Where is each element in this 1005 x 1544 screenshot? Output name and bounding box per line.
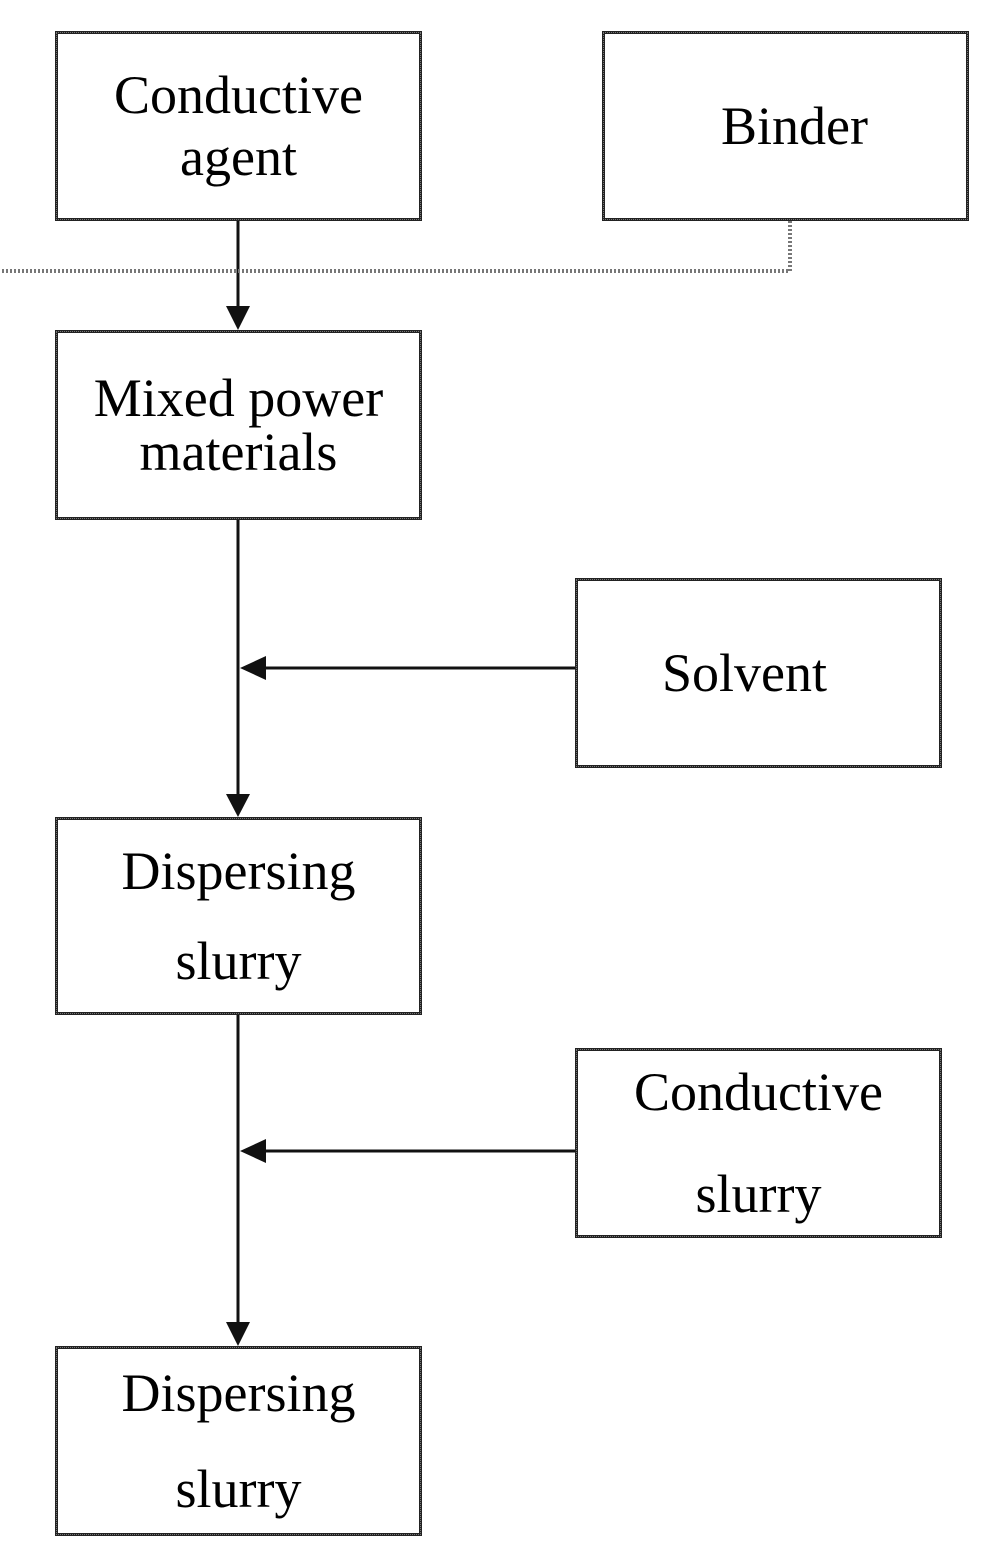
arrowhead-into-mixed — [226, 306, 250, 330]
node-binder: Binder — [602, 31, 969, 221]
node-dispersing-slurry-2: Dispersingslurry — [55, 1346, 422, 1536]
node-conductive-agent: Conductiveagent — [55, 31, 422, 221]
node-label: Solvent — [662, 642, 827, 704]
node-mixed-power-materials: Mixed powermaterials — [55, 330, 422, 520]
node-label: Dispersingslurry — [122, 1345, 356, 1537]
arrowhead-conductive-slurry — [240, 1139, 266, 1163]
arrowhead-solvent — [240, 656, 266, 680]
node-conductive-slurry: Conductiveslurry — [575, 1048, 942, 1238]
node-label: Binder — [721, 95, 868, 157]
arrowhead-into-dispersing-2 — [226, 1322, 250, 1346]
node-label: Mixed powermaterials — [94, 371, 383, 479]
arrowhead-into-dispersing-1 — [226, 794, 250, 817]
edge-binder-to-mixed — [0, 221, 790, 271]
node-label: Dispersingslurry — [122, 826, 356, 1006]
node-label: Conductiveslurry — [634, 1041, 883, 1245]
node-solvent: Solvent — [575, 578, 942, 768]
node-label: Conductiveagent — [114, 64, 363, 188]
node-dispersing-slurry-1: Dispersingslurry — [55, 817, 422, 1015]
